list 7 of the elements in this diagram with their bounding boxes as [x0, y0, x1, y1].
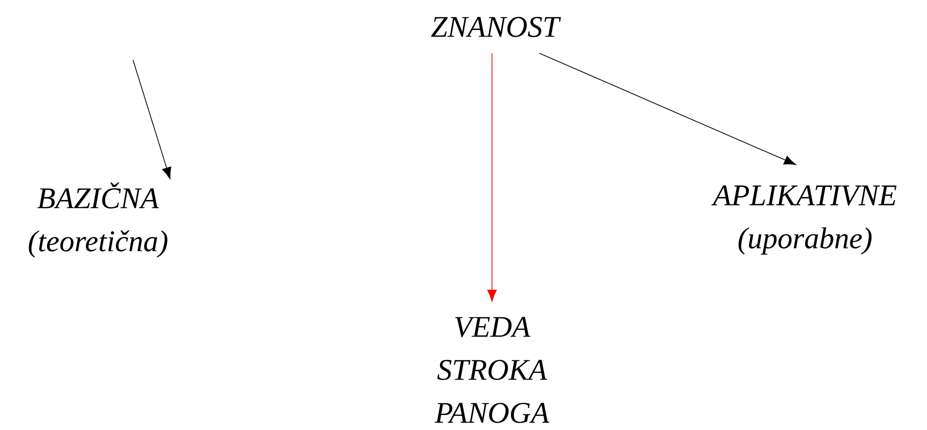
- arrow: [539, 52, 796, 165]
- text-label: ZNANOST: [431, 16, 561, 38]
- text-label: VEDA STROKA PANOGA: [434, 316, 550, 424]
- arrow: [487, 52, 497, 302]
- text-label: BAZIČNA (teoretična): [28, 182, 168, 258]
- text-label: APLIKATIVNE (uporabne): [711, 185, 896, 255]
- arrow: [132, 60, 172, 180]
